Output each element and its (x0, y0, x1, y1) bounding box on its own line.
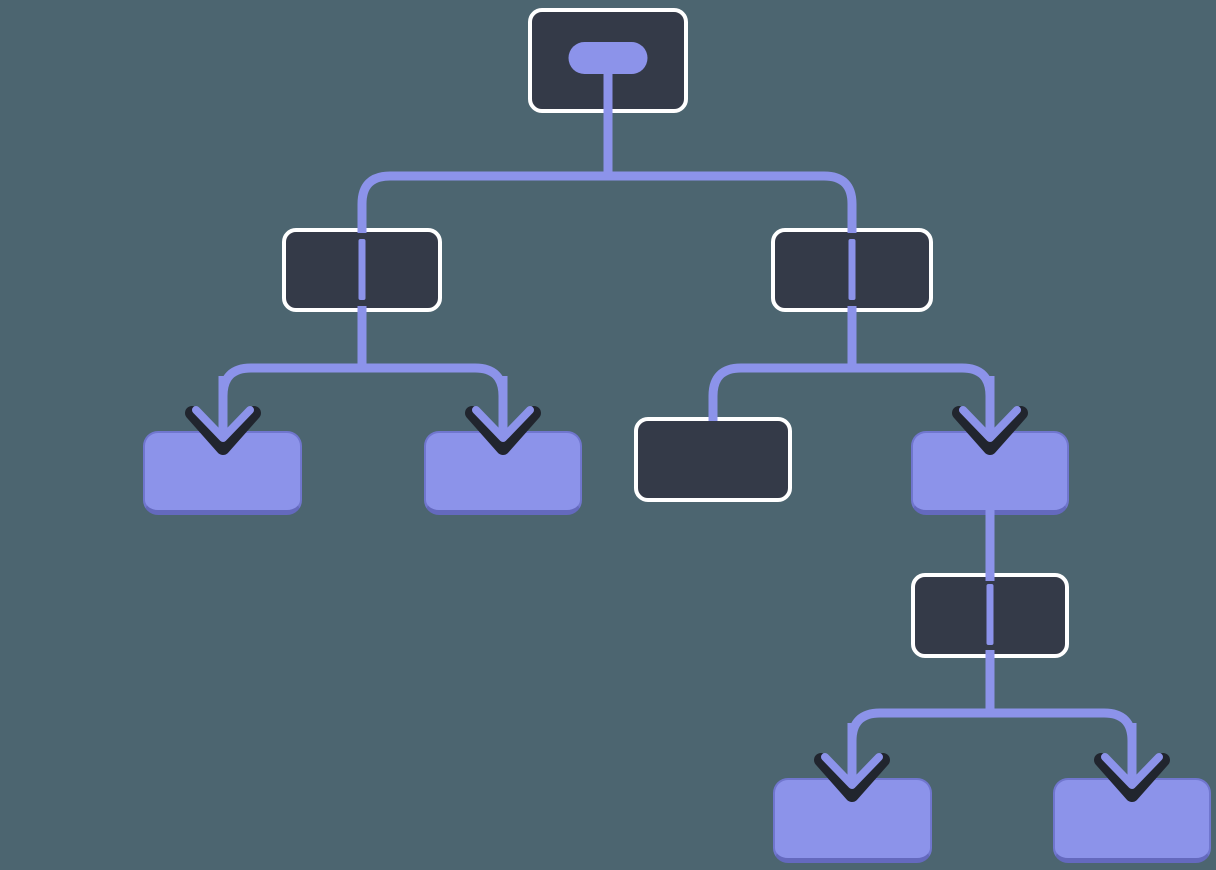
tree-node-dark-leaf[interactable] (634, 417, 792, 502)
tree-node-purple-mid[interactable] (911, 431, 1069, 515)
pill-indicator-icon (568, 42, 648, 74)
tree-node-leaf-4[interactable] (1053, 778, 1211, 863)
connector-edge-top-split (357, 171, 857, 233)
tree-node-leaf-2[interactable] (424, 431, 582, 515)
connector-edge-lower-split (847, 708, 1137, 784)
tree-node-leaf-3[interactable] (773, 778, 932, 863)
tree-node-branch-right[interactable] (771, 228, 933, 312)
vertical-bar-indicator-icon (848, 239, 856, 300)
tree-node-branch-left[interactable] (282, 228, 442, 312)
tree-node-leaf-1[interactable] (143, 431, 302, 515)
tree-node-branch-lower[interactable] (911, 573, 1069, 658)
vertical-bar-indicator-icon (358, 239, 366, 300)
tree-node-root[interactable] (528, 8, 688, 113)
vertical-bar-indicator-icon (986, 584, 994, 645)
connector-edge-left-split (218, 363, 508, 437)
